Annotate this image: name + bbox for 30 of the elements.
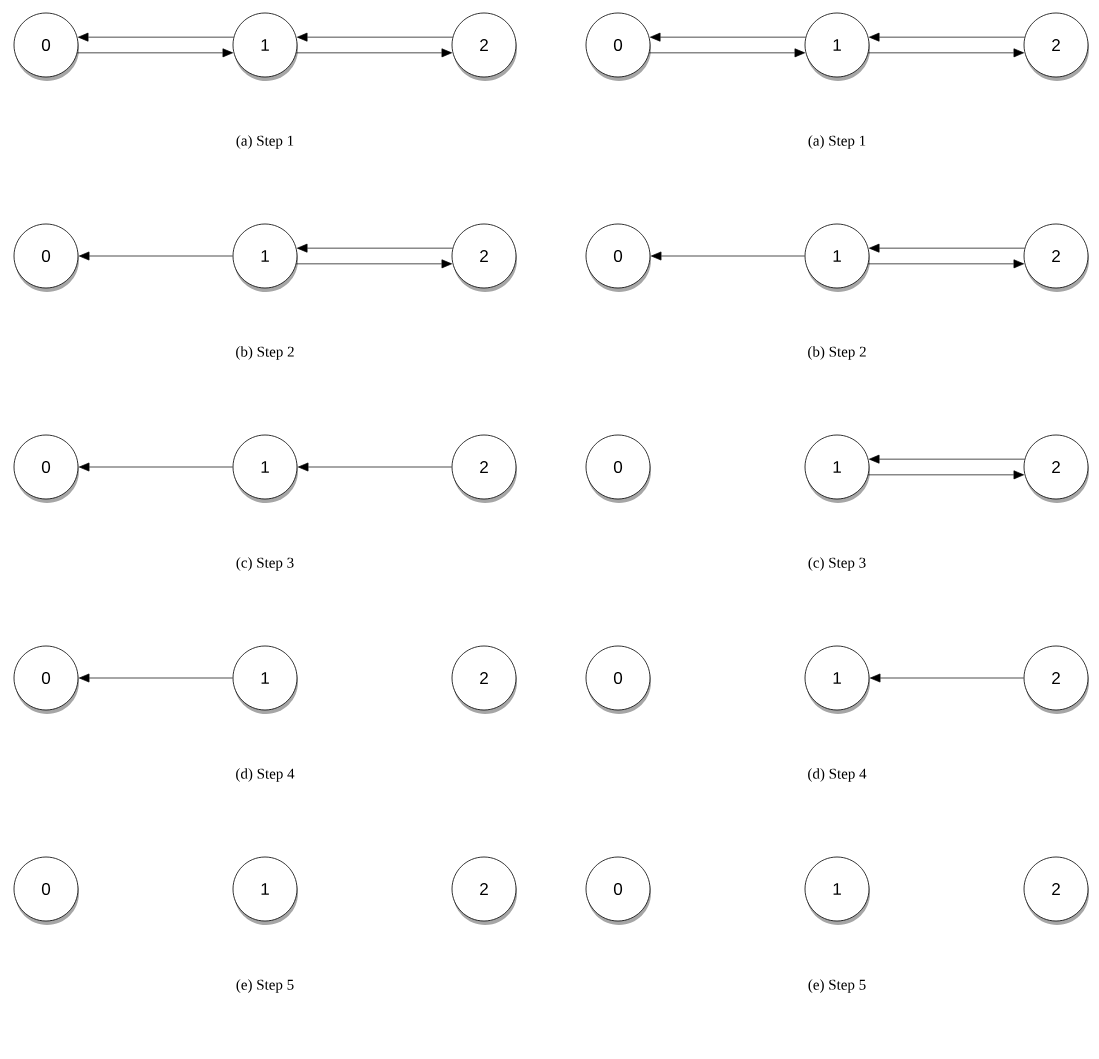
- arrow: [297, 32, 453, 42]
- arrow: [297, 243, 453, 253]
- arrow: [297, 462, 452, 472]
- caption: (c) Step 3: [808, 557, 866, 571]
- arrow: [78, 462, 233, 472]
- caption: (b) Step 2: [236, 346, 294, 360]
- caption: (d) Step 4: [808, 768, 867, 782]
- arrow: [869, 32, 1025, 42]
- arrow: [651, 251, 805, 261]
- arrow: [78, 673, 233, 683]
- arrow: [868, 48, 1024, 58]
- arrow: [649, 48, 805, 58]
- caption: (a) Step 1: [808, 135, 866, 149]
- caption: (c) Step 3: [236, 557, 294, 571]
- arrow: [869, 454, 1025, 464]
- arrow: [296, 259, 452, 269]
- arrow: [77, 48, 233, 58]
- caption: (b) Step 2: [808, 346, 866, 360]
- arrow: [650, 32, 806, 42]
- arrow: [870, 673, 1024, 683]
- arrow: [868, 470, 1024, 480]
- arrow: [78, 32, 234, 42]
- arrow: [296, 48, 452, 58]
- caption: (e) Step 5: [236, 979, 294, 993]
- arrow: [869, 243, 1025, 253]
- caption: (e) Step 5: [808, 979, 866, 993]
- arrow: [868, 259, 1024, 269]
- caption: (d) Step 4: [236, 768, 295, 782]
- caption: (a) Step 1: [236, 135, 294, 149]
- arrow: [78, 251, 233, 261]
